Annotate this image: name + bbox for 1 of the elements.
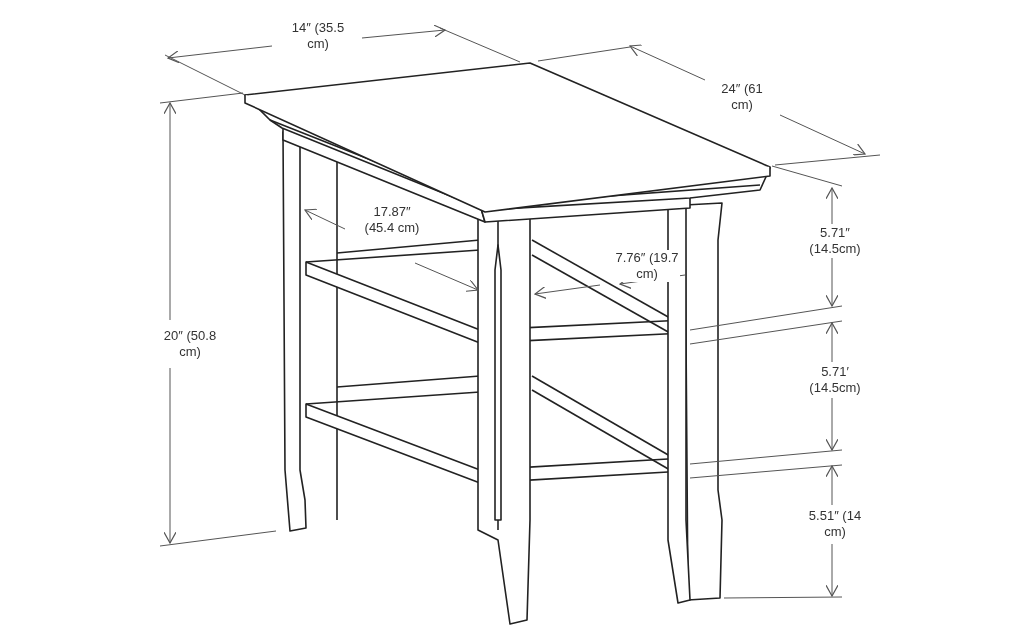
dimension-label: 7.76″ (19.7 cm) — [614, 250, 680, 282]
